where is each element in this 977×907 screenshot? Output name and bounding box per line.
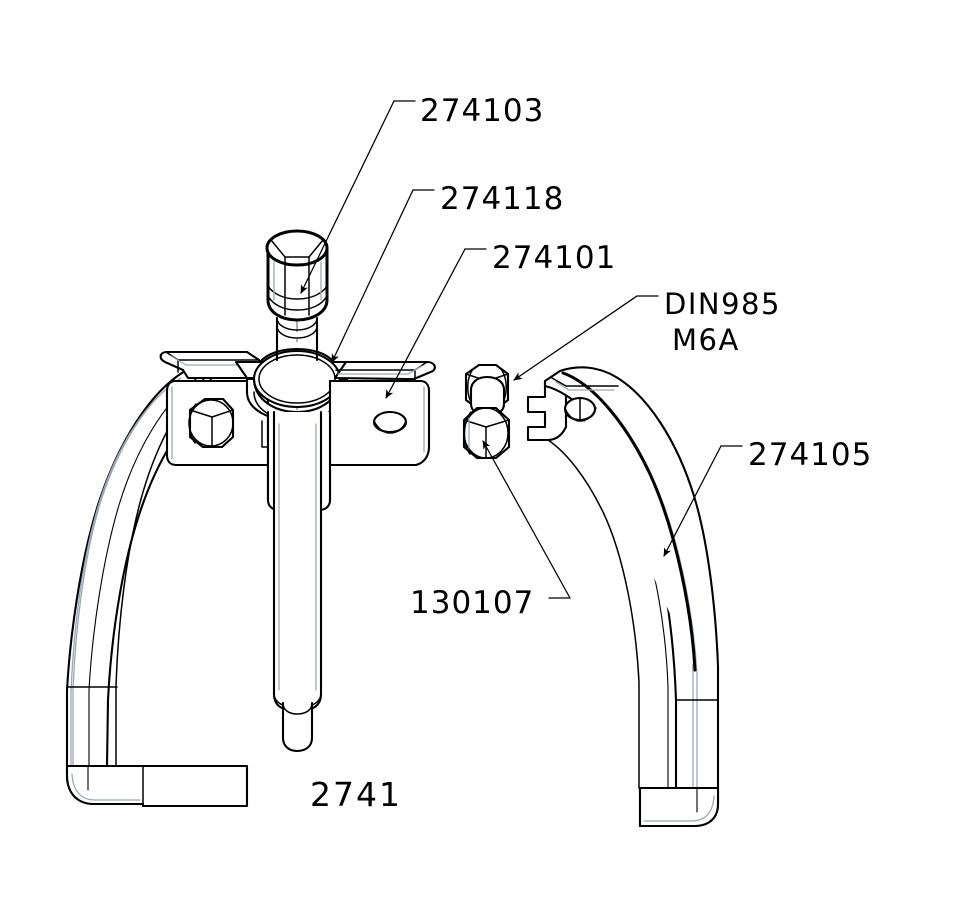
left-arm-bolt-head [188, 397, 235, 449]
hex-bolt-130107 [462, 406, 511, 460]
yoke-body-274101 [159, 347, 436, 512]
callout-leaders [300, 100, 743, 599]
arm-bolt-hole [563, 396, 597, 422]
callout-label-274103: 274103 [420, 93, 545, 129]
callout-label-274118: 274118 [440, 181, 565, 217]
right-puller-arm-274105 [526, 366, 720, 828]
right-boss-hole [372, 410, 408, 434]
leader-274105-slant [663, 445, 722, 557]
callout-label-din985-size: M6A [672, 323, 740, 357]
callout-label-din985: DIN985 [664, 287, 781, 321]
spindle-hex-head-274103 [265, 229, 329, 322]
leader-274101-slant [385, 248, 466, 399]
leader-130107-slant [482, 440, 571, 599]
leader-274118-slant [331, 189, 414, 363]
leader-din985-slant [513, 295, 638, 381]
assembly-title: 2741 [310, 775, 402, 814]
leader-274103-slant [300, 100, 395, 294]
spindle-assembly [265, 229, 329, 753]
callout-label-274101: 274101 [492, 240, 617, 276]
callout-label-274105: 274105 [748, 437, 873, 473]
callout-label-130107: 130107 [410, 585, 535, 621]
